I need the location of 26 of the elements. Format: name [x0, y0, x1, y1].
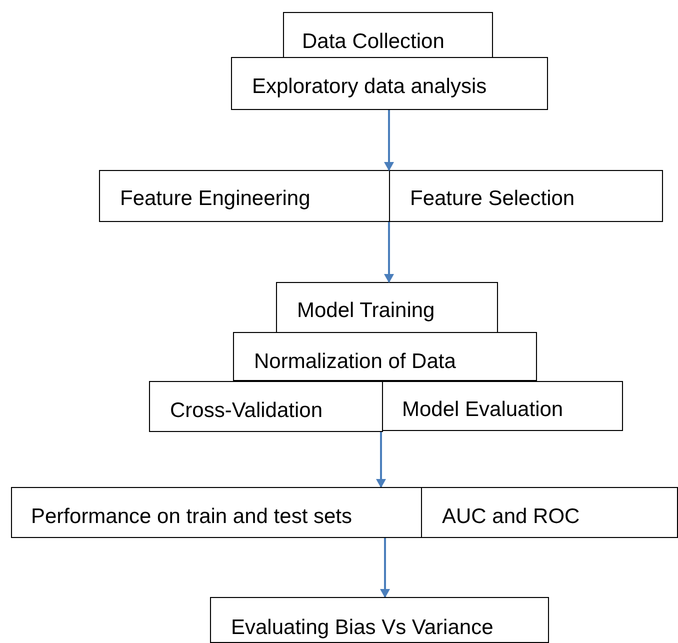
- arrow: [384, 110, 394, 171]
- box-label: Feature Engineering: [120, 186, 310, 211]
- process-box: [11, 487, 422, 538]
- box-label: Cross-Validation: [170, 398, 323, 423]
- process-box: [231, 57, 548, 110]
- box-label: Model Evaluation: [402, 398, 564, 422]
- box-label: Normalization of Data: [254, 350, 456, 374]
- box-label: Evaluating Bias Vs Variance: [231, 616, 494, 640]
- process-box: [210, 597, 549, 643]
- process-box: [233, 332, 537, 381]
- process-box: [99, 170, 391, 222]
- box-label: AUC and ROC: [442, 504, 580, 529]
- arrow: [376, 432, 386, 488]
- process-box: [421, 487, 678, 538]
- arrow: [384, 222, 394, 283]
- process-box: [283, 12, 493, 59]
- process-box: [389, 170, 663, 222]
- box-label: Feature Selection: [410, 186, 575, 211]
- process-box: [149, 381, 383, 432]
- box-label: Performance on train and test sets: [31, 504, 352, 529]
- process-box: [382, 381, 623, 431]
- box-label: Model Training: [297, 298, 435, 323]
- process-box: [276, 282, 498, 334]
- arrow: [380, 538, 390, 598]
- box-label: Data Collection: [302, 30, 444, 54]
- box-label: Exploratory data analysis: [252, 74, 487, 99]
